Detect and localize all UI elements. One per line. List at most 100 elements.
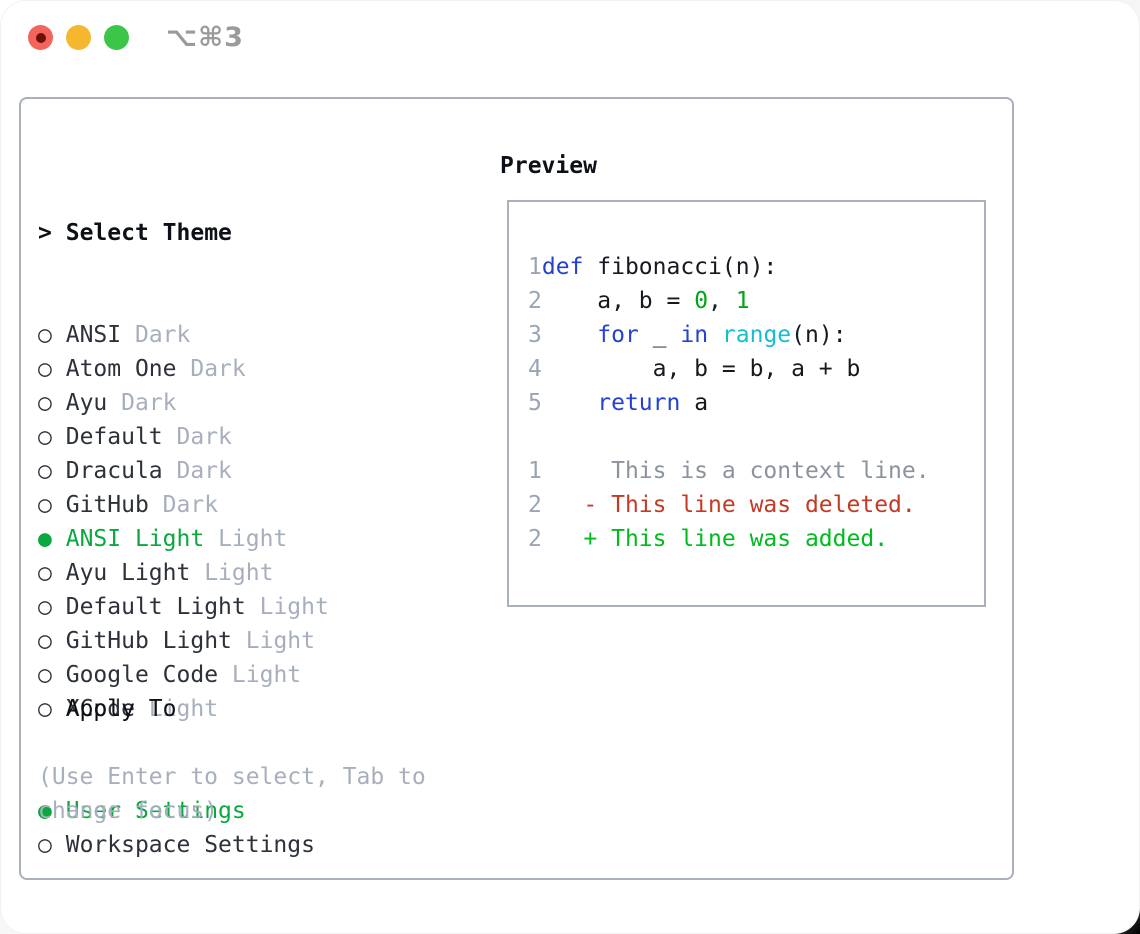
preview-title: Preview	[500, 153, 597, 179]
radio-icon: ○	[38, 492, 52, 518]
code-token: (n):	[791, 322, 847, 348]
close-button[interactable]	[28, 25, 53, 50]
code-token: This is a context line.	[541, 458, 930, 484]
traffic-lights	[28, 25, 129, 50]
theme-name: XCode	[65, 696, 135, 722]
code-token: for	[597, 322, 639, 348]
apply-option-label: Workspace Settings	[65, 832, 315, 858]
apply-option-label: User Settings	[65, 798, 246, 824]
theme-option-default-light[interactable]: ○ Default Light Light	[38, 590, 329, 624]
theme-name: ANSI Light	[65, 526, 205, 552]
theme-name: Google Code	[65, 662, 219, 688]
theme-option-ansi[interactable]: ○ ANSI Dark	[38, 318, 329, 352]
theme-name: GitHub Light	[65, 628, 232, 654]
radio-selected-icon: ●	[38, 526, 52, 552]
radio-icon: ○	[38, 458, 52, 484]
code-token	[542, 322, 597, 348]
radio-icon: ○	[38, 594, 52, 620]
line-number: 5	[528, 390, 542, 416]
radio-icon: ○	[38, 696, 52, 722]
preview-blank	[528, 420, 930, 454]
radio-icon: ○	[38, 832, 52, 858]
code-token: return	[597, 390, 681, 416]
code-token: _	[638, 322, 681, 348]
radio-icon: ○	[38, 356, 52, 382]
code-token: def	[541, 254, 584, 280]
preview-diff-deleted: 2 - This line was deleted.	[528, 488, 930, 522]
code-token: a	[680, 390, 709, 416]
line-number: 2	[528, 492, 542, 518]
theme-variant-tag: Dark	[121, 390, 177, 416]
theme-name: GitHub	[65, 492, 149, 518]
theme-option-ansi-light[interactable]: ● ANSI Light Light	[38, 522, 329, 556]
theme-option-dracula[interactable]: ○ Dracula Dark	[38, 454, 329, 488]
radio-icon: ○	[38, 390, 52, 416]
theme-name: Default	[65, 424, 163, 450]
line-number: 3	[528, 322, 542, 348]
preview-code: 2 a, b = 0, 1	[528, 284, 930, 318]
code-token: range	[721, 322, 792, 348]
apply-option-workspace-settings[interactable]: ○ Workspace Settings	[38, 828, 315, 862]
preview-code: 4 a, b = b, a + b	[528, 352, 930, 386]
theme-list: > Select Theme ○ ANSI Dark○ Atom One Dar…	[38, 148, 329, 726]
theme-option-github-light[interactable]: ○ GitHub Light Light	[38, 624, 329, 658]
theme-name: Ayu	[65, 390, 108, 416]
apply-option-user-settings[interactable]: ● User Settings	[38, 794, 315, 828]
code-token: in	[680, 322, 709, 348]
code-token: 0	[694, 288, 709, 314]
apply-to-title: Apply To	[65, 696, 177, 722]
radio-icon: ○	[38, 560, 52, 586]
theme-variant-tag: Light	[204, 560, 274, 586]
code-token: a, b =	[541, 288, 695, 314]
theme-name: Dracula	[65, 458, 163, 484]
theme-option-ayu-light[interactable]: ○ Ayu Light Light	[38, 556, 329, 590]
zoom-button[interactable]	[104, 25, 129, 50]
window-title: ⌥⌘3	[166, 22, 244, 53]
theme-variant-tag: Light	[245, 628, 315, 654]
line-number: 4	[528, 356, 542, 382]
apply-to-section: Apply To ● User Settings○ Workspace Sett…	[38, 624, 315, 930]
select-theme-header: > Select Theme	[38, 216, 329, 250]
preview-code: 3 for _ in range(n):	[528, 318, 930, 352]
theme-option-ayu[interactable]: ○ Ayu Dark	[38, 386, 329, 420]
theme-variant-tag: Dark	[134, 322, 191, 348]
theme-option-google-code[interactable]: ○ Google Code Light	[38, 658, 329, 692]
theme-option-atom-one[interactable]: ○ Atom One Dark	[38, 352, 329, 386]
focus-cursor: >	[38, 220, 52, 246]
theme-variant-tag: Dark	[176, 458, 232, 484]
preview-diff-added: 2 + This line was added.	[528, 522, 930, 556]
radio-icon: ○	[38, 628, 52, 654]
line-number: 1	[528, 458, 542, 484]
theme-option-xcode[interactable]: ○ XCode Light	[38, 692, 329, 726]
code-token: - This line was deleted.	[541, 492, 916, 518]
preview-code: 1def fibonacci(n):	[528, 250, 930, 284]
line-number: 2	[528, 526, 542, 552]
theme-variant-tag: Light	[259, 594, 329, 620]
line-number: 2	[528, 288, 542, 314]
code-token: 1	[735, 288, 750, 314]
code-token	[708, 322, 722, 348]
theme-variant-tag: Light	[148, 696, 219, 722]
theme-variant-tag: Dark	[190, 356, 246, 382]
minimize-button[interactable]	[66, 25, 91, 50]
preview-diff-context: 1 This is a context line.	[528, 454, 930, 488]
code-token	[542, 390, 597, 416]
theme-option-github[interactable]: ○ GitHub Dark	[38, 488, 329, 522]
theme-variant-tag: Light	[231, 662, 302, 688]
theme-name: Ayu Light	[65, 560, 191, 586]
radio-icon: ○	[38, 322, 52, 348]
theme-variant-tag: Light	[218, 526, 288, 552]
code-token: fibonacci(n):	[583, 254, 778, 280]
code-token: ,	[708, 288, 736, 314]
theme-name: Default Light	[65, 594, 246, 620]
apply-to-options: ● User Settings○ Workspace Settings	[38, 794, 315, 862]
radio-icon: ○	[38, 424, 52, 450]
theme-variant-tag: Dark	[162, 492, 219, 518]
theme-option-default[interactable]: ○ Default Dark	[38, 420, 329, 454]
theme-name: ANSI	[65, 322, 122, 348]
code-token: a, b = b, a + b	[541, 356, 861, 382]
radio-selected-icon: ●	[38, 798, 52, 824]
